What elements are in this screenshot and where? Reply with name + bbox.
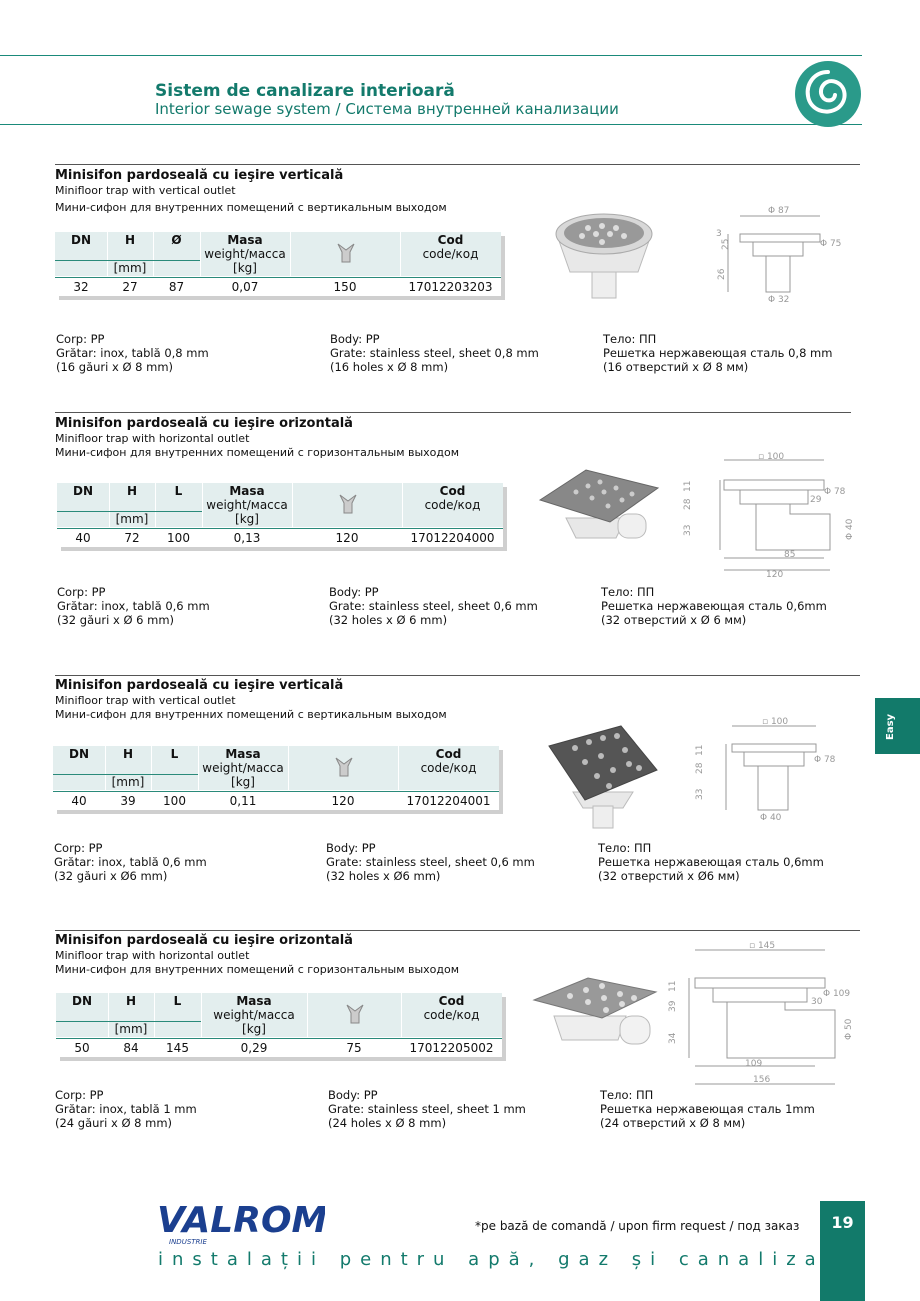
- technical-drawing: Φ 87 Φ 75 25 3 26 Φ 32: [716, 206, 841, 305]
- valrom-logo: VALROM INDUSTRIE: [157, 1200, 325, 1246]
- product-photo: [555, 213, 653, 299]
- svg-text:33: 33: [695, 789, 705, 800]
- svg-text:Φ 78: Φ 78: [824, 487, 846, 497]
- svg-text:Φ 109: Φ 109: [823, 989, 850, 999]
- spec-table: DN H L Masa weight/масса [kg] [mm] Cod c…: [53, 746, 503, 814]
- product-photo: [538, 469, 660, 539]
- product-photo: [548, 725, 658, 829]
- product-title-en: Minifloor trap with vertical outlet: [55, 694, 236, 707]
- section-rule: [55, 675, 860, 676]
- product-title-ru: Мини-сифон для внутренних помещений с го…: [55, 446, 460, 459]
- svg-text:Φ 32: Φ 32: [768, 295, 789, 305]
- svg-text:30: 30: [811, 997, 823, 1007]
- product-title-ru: Мини-сифон для внутренних помещений с ве…: [55, 201, 447, 214]
- svg-text:Φ 40: Φ 40: [760, 813, 782, 823]
- technical-drawing: ▫ 100 Φ 78 11 28 33 Φ 40: [695, 717, 836, 823]
- spec-table: DN H Ø Masa weight/масса [kg] [mm] Cod c…: [55, 232, 505, 300]
- svg-text:VALROM: VALROM: [157, 1200, 325, 1241]
- order-note: *pe bază de comandă / upon firm request …: [475, 1219, 800, 1233]
- product-title-en: Minifloor trap with vertical outlet: [55, 184, 236, 197]
- svg-text:109: 109: [745, 1059, 762, 1069]
- product-title-ro: Minisifon pardoseală cu ieşire orizontal…: [55, 416, 353, 431]
- svg-text:25: 25: [721, 239, 731, 250]
- svg-text:26: 26: [717, 268, 727, 280]
- svg-text:Φ 87: Φ 87: [768, 206, 789, 216]
- package-icon: [335, 757, 353, 777]
- swirl-logo-icon: [795, 61, 861, 127]
- section-rule: [55, 164, 860, 165]
- svg-text:Φ 75: Φ 75: [820, 239, 841, 249]
- product-photo: [532, 977, 658, 1045]
- svg-text:▫ 145: ▫ 145: [749, 941, 775, 951]
- svg-text:156: 156: [753, 1075, 770, 1085]
- svg-text:Φ 40: Φ 40: [845, 518, 855, 540]
- svg-text:39: 39: [668, 1000, 678, 1012]
- svg-text:11: 11: [683, 481, 693, 492]
- svg-text:Φ 78: Φ 78: [814, 755, 836, 765]
- page-subtitle: Interior sewage system / Система внутрен…: [155, 100, 619, 118]
- svg-text:11: 11: [668, 981, 678, 992]
- technical-drawing: ▫ 145 Φ 109 30 11 39 34 Φ 50 109 156: [668, 941, 854, 1085]
- svg-text:▫ 100: ▫ 100: [762, 717, 788, 727]
- page-title: Sistem de canalizare interioară: [155, 81, 455, 101]
- spec-table: DN H L Masa weight/масса [kg] [mm] Cod c…: [57, 483, 507, 551]
- svg-text:34: 34: [668, 1032, 678, 1044]
- section-rule: [55, 930, 860, 931]
- svg-text:33: 33: [683, 525, 693, 536]
- svg-text:11: 11: [695, 745, 705, 756]
- product-title-ru: Мини-сифон для внутренних помещений с ве…: [55, 708, 447, 721]
- package-icon: [339, 494, 357, 514]
- svg-text:28: 28: [695, 762, 705, 774]
- package-icon: [337, 243, 355, 263]
- svg-text:INDUSTRIE: INDUSTRIE: [169, 1238, 207, 1246]
- product-title-ro: Minisifon pardoseală cu ieşire orizontal…: [55, 933, 353, 948]
- section-rule: [55, 412, 851, 413]
- header-bottom-rule: [0, 124, 862, 125]
- spec-table: DN H L Masa weight/масса [kg] [mm] Cod c…: [56, 993, 506, 1061]
- product-title-ru: Мини-сифон для внутренних помещений с го…: [55, 963, 460, 976]
- svg-text:3: 3: [716, 229, 722, 239]
- svg-text:120: 120: [766, 570, 783, 580]
- svg-text:Φ 50: Φ 50: [844, 1018, 854, 1040]
- svg-text:28: 28: [683, 498, 693, 510]
- product-title-en: Minifloor trap with horizontal outlet: [55, 949, 250, 962]
- product-title-ro: Minisifon pardoseală cu ieşire verticală: [55, 678, 344, 693]
- page-number: 19: [820, 1201, 865, 1301]
- technical-drawing: ▫ 100 Φ 78 29 11 28 33 Φ 40 85 120: [683, 452, 855, 580]
- product-title-ro: Minisifon pardoseală cu ieşire verticală: [55, 168, 344, 183]
- side-tab-easy[interactable]: Easy: [875, 698, 920, 754]
- header-top-rule: [0, 55, 862, 56]
- product-title-en: Minifloor trap with horizontal outlet: [55, 432, 250, 445]
- svg-text:85: 85: [784, 550, 795, 560]
- package-icon: [346, 1004, 364, 1024]
- svg-text:29: 29: [810, 495, 822, 505]
- tagline: instalații pentru apă, gaz și canalizare: [158, 1249, 861, 1270]
- svg-text:▫ 100: ▫ 100: [758, 452, 784, 462]
